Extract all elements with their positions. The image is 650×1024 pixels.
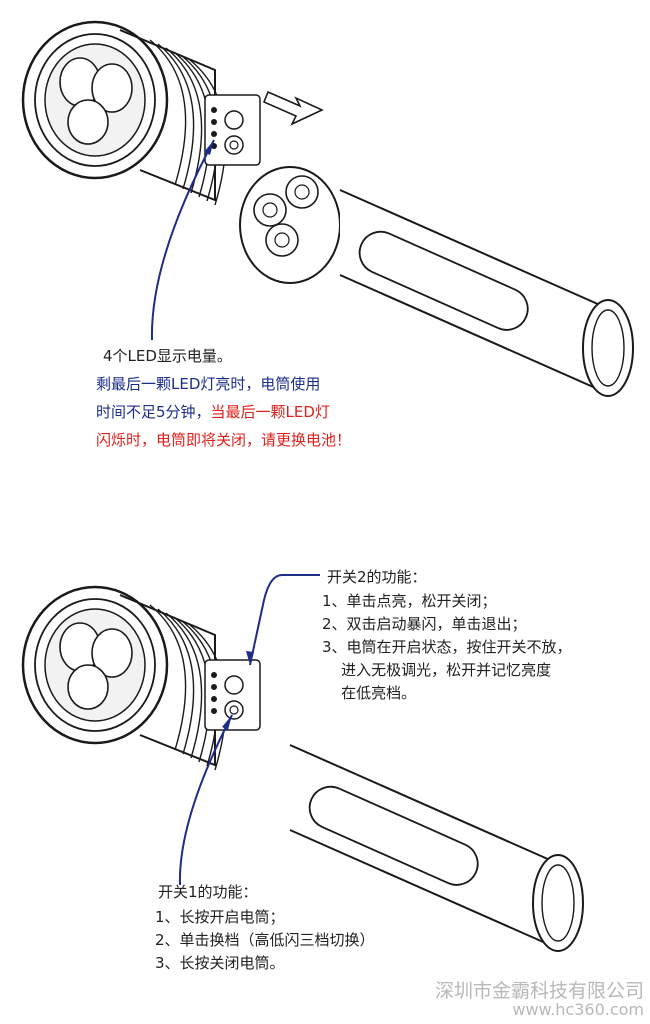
led-caption-line-3: 时间不足5分钟，当最后一颗LED灯 [96, 401, 330, 423]
flashlight-head-top [21, 20, 262, 207]
switch1-title: 开关1的功能： [158, 883, 258, 901]
list-item: 进入无极调光，松开并记忆亮度 [322, 661, 552, 679]
site-watermark: www.hc360.com [512, 1000, 644, 1019]
led-caption-line-2: 剩最后一颗LED灯亮时，电筒使用 [96, 375, 321, 393]
list-item: 2、双击启动暴闪，单击退出； [322, 615, 527, 633]
battery-pack-top [239, 166, 634, 397]
company-watermark: 深圳市金霸科技有限公司 [434, 980, 644, 1002]
list-item: 1、长按开启电筒； [155, 908, 285, 926]
assembly-arrow-icon [262, 90, 324, 126]
led-caption-line-1: 4个LED显示电量。 [103, 347, 232, 365]
list-item: 1、单击点亮，松开关闭； [322, 592, 497, 610]
switch2-title: 开关2的功能： [327, 568, 427, 586]
switch1-pointer-arrow [178, 714, 233, 886]
led-caption-red-part: 当最后一颗LED灯 [210, 403, 330, 421]
list-item: 3、电筒在开启状态，按住开关不放， [322, 638, 572, 656]
list-item: 3、长按关闭电筒。 [155, 954, 285, 972]
led-caption-blue-part: 时间不足5分钟， [96, 403, 211, 421]
led-caption-line-4: 闪烁时，电筒即将关闭，请更换电池！ [96, 431, 352, 449]
switch2-function-list: 1、单击点亮，松开关闭； 2、双击启动暴闪，单击退出； 3、电筒在开启状态，按住… [322, 590, 572, 705]
led-pointer-arrow [150, 139, 215, 341]
list-item: 在低亮档。 [322, 684, 417, 702]
switch1-function-list: 1、长按开启电筒； 2、单击换档（高低闪三档切换） 3、长按关闭电筒。 [155, 906, 375, 975]
flashlight-head-bottom [21, 585, 262, 772]
list-item: 2、单击换档（高低闪三档切换） [155, 931, 375, 949]
switch2-pointer-arrow [246, 574, 320, 666]
